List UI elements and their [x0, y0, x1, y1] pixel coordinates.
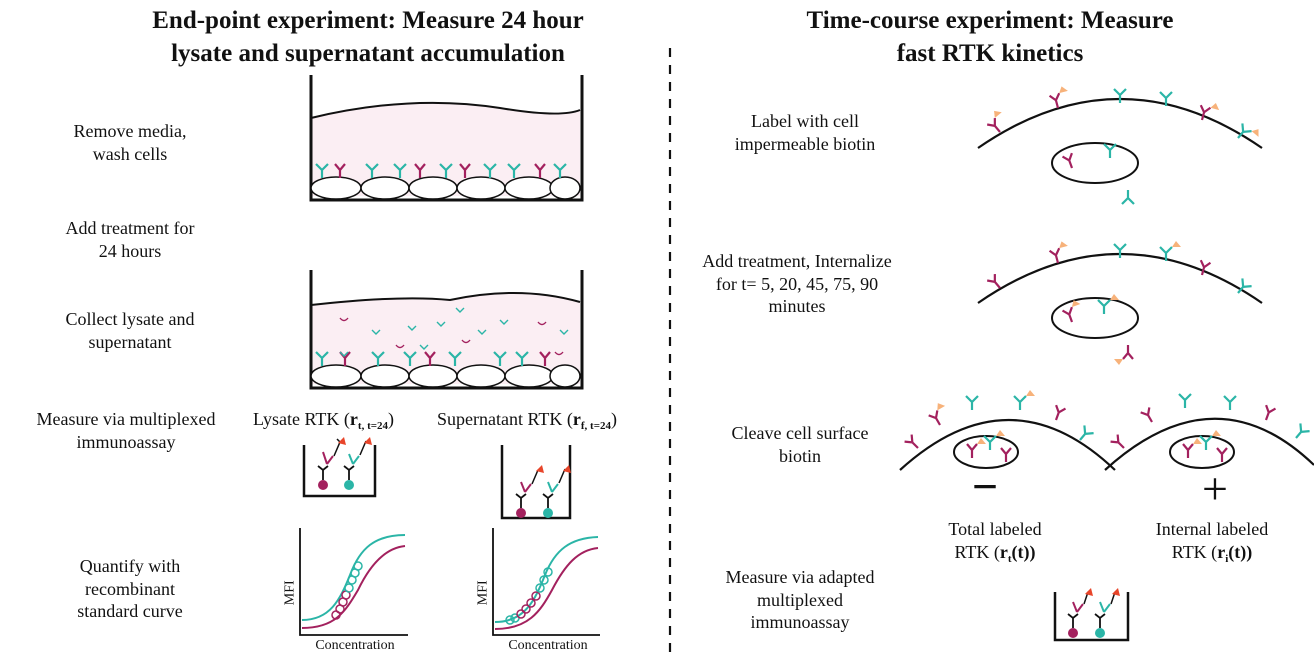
- internal-suffix: (t)): [1228, 541, 1253, 562]
- step-cleave-line-1: Cleave cell surface: [731, 423, 869, 443]
- step-add-treatment-line-1: Add treatment for: [65, 218, 195, 238]
- lysate-label-text: Lysate RTK (: [253, 409, 350, 429]
- plus-sign: +: [1202, 463, 1228, 514]
- step-remove-media-line-2: wash cells: [92, 143, 168, 164]
- left-title-line-2: lysate and supernatant accumulation: [171, 39, 565, 67]
- lysate-close: ): [388, 409, 395, 429]
- cell-internalized: [977, 238, 1263, 367]
- step-quantify-line-1: Quantify with: [79, 556, 181, 576]
- step-quantify-line-3: standard curve: [77, 601, 183, 621]
- internal-prefix: RTK (: [1171, 541, 1218, 562]
- right-title: Time-course experiment: Measure fast RTK…: [760, 5, 1220, 70]
- step-remove-media: Remove media, wash cells: [20, 120, 240, 165]
- step-internalize-line-1: Add treatment, Internalize: [702, 251, 892, 271]
- culture-well-2: [309, 270, 584, 390]
- internal-labeled-line-1: Internal labeled: [1155, 519, 1269, 539]
- step-measure-right: Measure via adapted multiplexed immunoas…: [690, 566, 910, 634]
- step-measure-right-line-2: multiplexed: [757, 589, 843, 610]
- internal-var: r: [1217, 541, 1226, 562]
- step-collect-line-1: Collect lysate and: [65, 309, 195, 329]
- step-quantify-line-2: recombinant: [85, 578, 175, 599]
- immunoassay-well-adapted: [1053, 588, 1130, 642]
- cell-cleaved-total: [899, 388, 1116, 471]
- step-measure-left-line-1: Measure via multiplexed: [36, 409, 216, 429]
- step-measure-left-line-2: immunoassay: [76, 431, 176, 452]
- minus-sign: −: [971, 461, 999, 512]
- supernatant-var: r: [572, 409, 581, 429]
- step-collect-line-2: supernatant: [88, 331, 172, 352]
- step-internalize-line-3: minutes: [768, 296, 826, 316]
- total-sub: t: [1007, 552, 1012, 565]
- right-title-line-1: Time-course experiment: Measure: [806, 7, 1174, 34]
- standard-curve-supernatant: [492, 528, 600, 636]
- supernatant-close: ): [611, 409, 617, 429]
- supernatant-curve-xlabel: Concentration: [508, 638, 588, 653]
- step-quantify: Quantify with recombinant standard curve: [20, 555, 240, 623]
- step-label-biotin-line-2: impermeable biotin: [734, 133, 876, 154]
- supernatant-curve-ylabel: MFI: [475, 580, 491, 606]
- step-add-treatment: Add treatment for 24 hours: [20, 217, 240, 262]
- total-var: r: [999, 541, 1008, 562]
- supernatant-sub: f, t=24: [580, 420, 611, 432]
- internal-labeled-label: Internal labeled RTK (ri(t)): [1127, 518, 1297, 566]
- lysate-rtk-label: Lysate RTK (rt, t=24): [253, 408, 394, 434]
- left-title-line-1: End-point experiment: Measure 24 hour: [152, 7, 584, 34]
- total-labeled-line-1: Total labeled: [948, 519, 1042, 539]
- right-title-line-2: fast RTK kinetics: [896, 39, 1084, 67]
- left-title: End-point experiment: Measure 24 hour ly…: [88, 5, 648, 70]
- step-internalize: Add treatment, Internalize for t= 5, 20,…: [672, 250, 922, 318]
- supernatant-rtk-label: Supernatant RTK (rf, t=24): [437, 408, 617, 434]
- total-suffix: (t)): [1011, 541, 1036, 562]
- lysate-curve-xlabel: Concentration: [315, 638, 395, 653]
- step-collect: Collect lysate and supernatant: [10, 308, 250, 353]
- standard-curve-lysate: [299, 528, 408, 636]
- total-prefix: RTK (: [954, 541, 1000, 562]
- step-add-treatment-line-2: 24 hours: [98, 240, 162, 261]
- immunoassay-well-lysate: [302, 437, 377, 498]
- step-internalize-line-2: for t= 5, 20, 45, 75, 90: [715, 273, 879, 294]
- step-cleave: Cleave cell surface biotin: [700, 422, 900, 467]
- supernatant-label-text: Supernatant RTK (: [437, 409, 573, 429]
- step-label-biotin: Label with cell impermeable biotin: [705, 110, 905, 155]
- step-measure-left: Measure via multiplexed immunoassay: [0, 408, 252, 453]
- step-label-biotin-line-1: Label with cell: [751, 111, 859, 131]
- lysate-sub: t, t=24: [357, 420, 389, 432]
- cell-cleaved-internal: [1104, 392, 1314, 471]
- step-measure-right-line-1: Measure via adapted: [725, 567, 875, 587]
- step-measure-right-line-3: immunoassay: [750, 612, 850, 632]
- cell-labeled: [977, 83, 1264, 206]
- internal-sub: i: [1225, 552, 1229, 565]
- immunoassay-well-supernatant: [500, 445, 572, 520]
- lysate-curve-ylabel: MFI: [282, 580, 298, 606]
- step-remove-media-line-1: Remove media,: [73, 121, 187, 141]
- total-labeled-label: Total labeled RTK (rt(t)): [915, 518, 1075, 566]
- step-cleave-line-2: biotin: [778, 445, 821, 466]
- lysate-var: r: [349, 409, 358, 429]
- culture-well-1: [309, 75, 584, 202]
